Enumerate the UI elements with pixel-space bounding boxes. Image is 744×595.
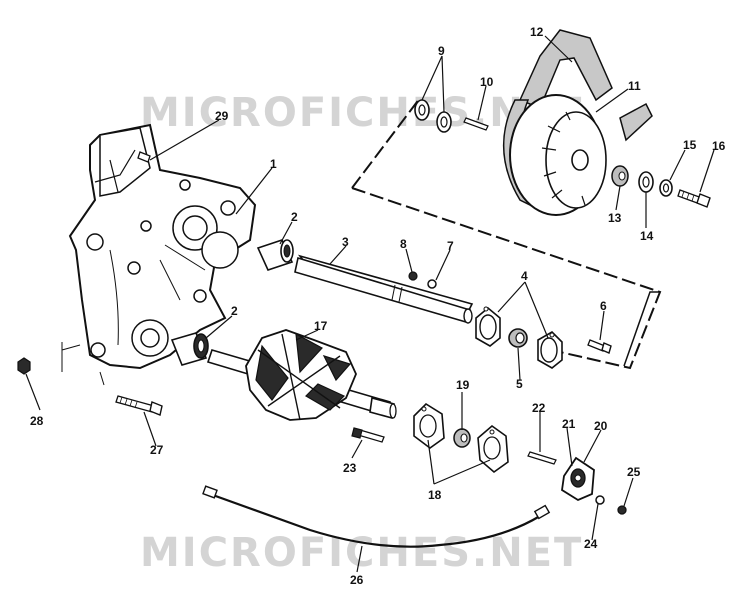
washer-7 bbox=[427, 279, 437, 289]
spacer-13 bbox=[611, 165, 629, 187]
callout-28: 28 bbox=[30, 414, 44, 428]
washer-9a bbox=[414, 99, 430, 121]
nut-25 bbox=[617, 505, 627, 515]
callout-2-lower: 2 bbox=[231, 304, 238, 318]
watermark-bottom: MICROFICHES.NET bbox=[140, 530, 583, 576]
nut-8 bbox=[408, 271, 418, 281]
callout-12: 12 bbox=[530, 25, 544, 39]
callout-26: 26 bbox=[350, 573, 364, 587]
callout-20: 20 bbox=[594, 419, 608, 433]
callout-29: 29 bbox=[215, 109, 229, 123]
bolt-16 bbox=[677, 189, 711, 208]
callout-3: 3 bbox=[342, 235, 349, 249]
callout-22: 22 bbox=[532, 401, 546, 415]
callout-1: 1 bbox=[270, 157, 277, 171]
callout-14: 14 bbox=[640, 229, 654, 243]
callout-13: 13 bbox=[608, 211, 622, 225]
pin-22 bbox=[527, 451, 557, 465]
callout-24: 24 bbox=[584, 537, 598, 551]
upper-shaft bbox=[294, 254, 474, 324]
washer-14 bbox=[638, 171, 654, 193]
bearing-lower bbox=[170, 332, 209, 366]
pin-10 bbox=[463, 117, 489, 131]
bearing-small bbox=[508, 328, 528, 348]
callout-6: 6 bbox=[600, 299, 607, 313]
callout-labels: 1 2 2 3 4 5 6 7 8 9 10 11 12 13 14 15 16… bbox=[30, 25, 726, 587]
callout-5: 5 bbox=[516, 377, 523, 391]
assembly-outline-inner bbox=[623, 291, 660, 367]
washer-24 bbox=[595, 495, 605, 505]
bolt-6 bbox=[587, 339, 612, 354]
bolt-23 bbox=[351, 427, 385, 443]
callout-18: 18 bbox=[428, 488, 442, 502]
callout-8: 8 bbox=[400, 237, 407, 251]
stud-29 bbox=[137, 151, 151, 163]
washer-9b bbox=[436, 111, 452, 133]
bearing-flange-right bbox=[537, 331, 563, 369]
callout-27: 27 bbox=[150, 443, 164, 457]
bearing-housing-20 bbox=[561, 456, 595, 502]
callout-11: 11 bbox=[628, 79, 641, 93]
callout-9: 9 bbox=[438, 44, 445, 58]
flange-18a bbox=[413, 402, 445, 449]
callout-21: 21 bbox=[562, 417, 576, 431]
auger-impeller-17 bbox=[245, 329, 357, 421]
flange-18b bbox=[477, 424, 509, 474]
callout-19: 19 bbox=[456, 378, 470, 392]
cable-26 bbox=[202, 485, 551, 548]
gearcase-housing bbox=[61, 123, 257, 386]
callout-16: 16 bbox=[712, 139, 726, 153]
bushing-19 bbox=[453, 428, 471, 448]
callout-2-upper: 2 bbox=[291, 210, 298, 224]
callout-25: 25 bbox=[627, 465, 641, 479]
nut-28 bbox=[17, 357, 31, 375]
callout-23: 23 bbox=[343, 461, 357, 475]
callout-4: 4 bbox=[521, 269, 528, 283]
bearing-upper bbox=[256, 239, 294, 271]
callout-10: 10 bbox=[480, 75, 494, 89]
callout-17: 17 bbox=[314, 319, 328, 333]
leader-lines bbox=[25, 35, 715, 573]
assembly-outline bbox=[351, 97, 662, 370]
washer-15 bbox=[659, 179, 673, 197]
callout-15: 15 bbox=[683, 138, 697, 152]
callout-7: 7 bbox=[447, 239, 454, 253]
bolt-27 bbox=[115, 395, 163, 416]
driven-clutch bbox=[509, 94, 607, 216]
bearing-flange-left bbox=[475, 306, 501, 347]
